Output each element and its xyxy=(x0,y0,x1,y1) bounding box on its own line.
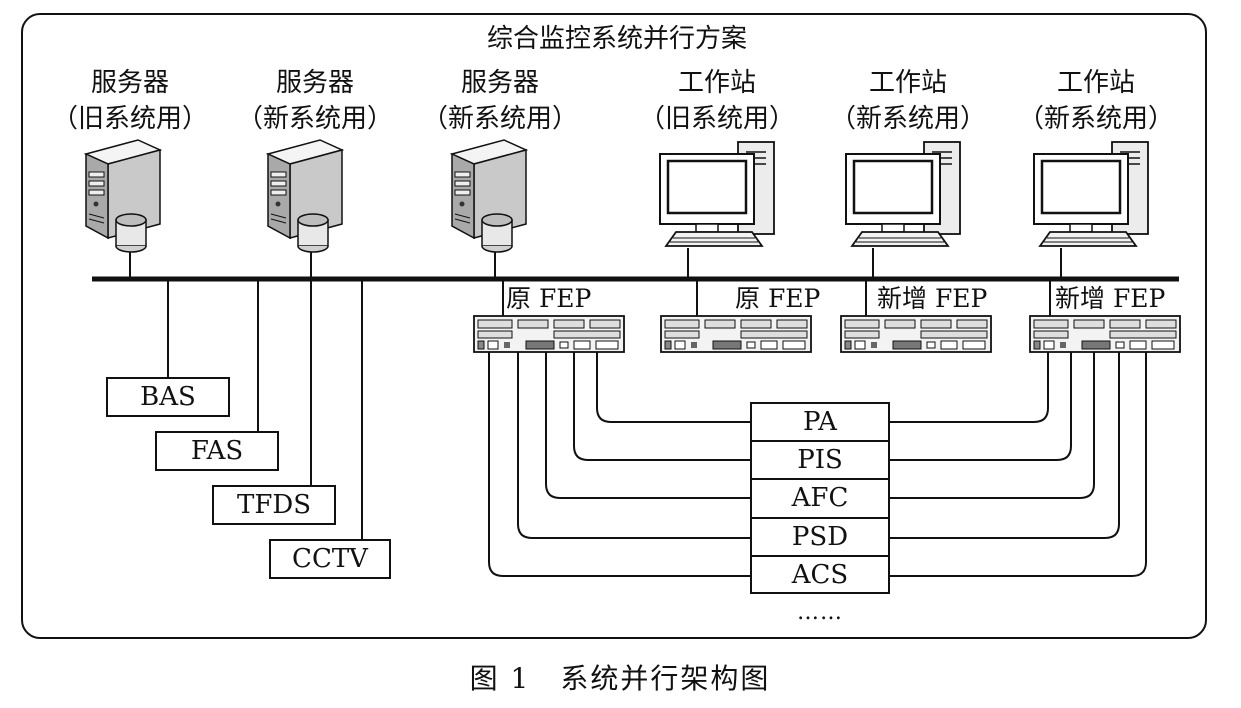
subsystem-label-afc: AFC xyxy=(791,483,849,513)
fep-rack-icon xyxy=(1029,315,1181,353)
subsystem-box-bas xyxy=(106,377,230,417)
server-role: （新系统用） xyxy=(421,104,579,134)
fep-label: 原 FEP xyxy=(735,284,821,313)
subsystem-label-psd: PSD xyxy=(791,522,849,552)
server-icon xyxy=(267,139,343,253)
left-links xyxy=(167,279,363,540)
fep-rack-icon xyxy=(473,315,625,353)
workstation-icon xyxy=(844,140,962,248)
subsystem-label-acs: ACS xyxy=(791,560,849,590)
subsystem-label-pa: PA xyxy=(803,407,837,437)
fep-label: 新增 FEP xyxy=(877,284,988,313)
server-label: 服务器 xyxy=(275,68,355,98)
server-label: 服务器 xyxy=(460,68,540,98)
subsystem-box-tfds xyxy=(212,485,336,525)
more-subsystems: …… xyxy=(797,600,843,625)
server-label: 服务器 xyxy=(90,68,170,98)
workstation-role: （新系统用） xyxy=(1017,104,1175,134)
server-role: （新系统用） xyxy=(236,104,394,134)
workstation-label: 工作站 xyxy=(1056,68,1136,98)
subsystem-label-cctv: CCTV xyxy=(292,544,368,574)
subsystem-label-pis: PIS xyxy=(797,445,843,475)
right-subsystem-stack xyxy=(750,402,890,594)
workstation-icon xyxy=(1032,140,1150,248)
server-icon xyxy=(451,139,527,253)
frame-border xyxy=(21,13,1207,639)
subsystem-label-bas: BAS xyxy=(140,382,196,412)
workstation-role: （新系统用） xyxy=(829,104,987,134)
fep-label: 新增 FEP xyxy=(1055,284,1166,313)
server-role: （旧系统用） xyxy=(51,104,209,134)
fep-links xyxy=(488,352,1147,577)
subsystem-label-tfds: TFDS xyxy=(236,490,312,520)
device-drops xyxy=(129,246,1062,279)
fep-rack-icon xyxy=(840,315,992,353)
workstation-label: 工作站 xyxy=(868,68,948,98)
subsystem-label-fas: FAS xyxy=(190,436,244,466)
server-icon xyxy=(85,139,161,253)
figure-caption: 图 1 系统并行架构图 xyxy=(469,662,771,695)
subsystem-box-fas xyxy=(155,431,279,471)
workstation-icon xyxy=(658,140,776,248)
diagram-title: 综合监控系统并行方案 xyxy=(486,24,748,54)
fep-label: 原 FEP xyxy=(506,284,592,313)
workstation-role: （旧系统用） xyxy=(638,104,796,134)
fep-rack-icon xyxy=(660,315,812,353)
fep-drops xyxy=(502,279,1051,316)
workstation-label: 工作站 xyxy=(677,68,757,98)
subsystem-box-cctv xyxy=(269,539,391,579)
